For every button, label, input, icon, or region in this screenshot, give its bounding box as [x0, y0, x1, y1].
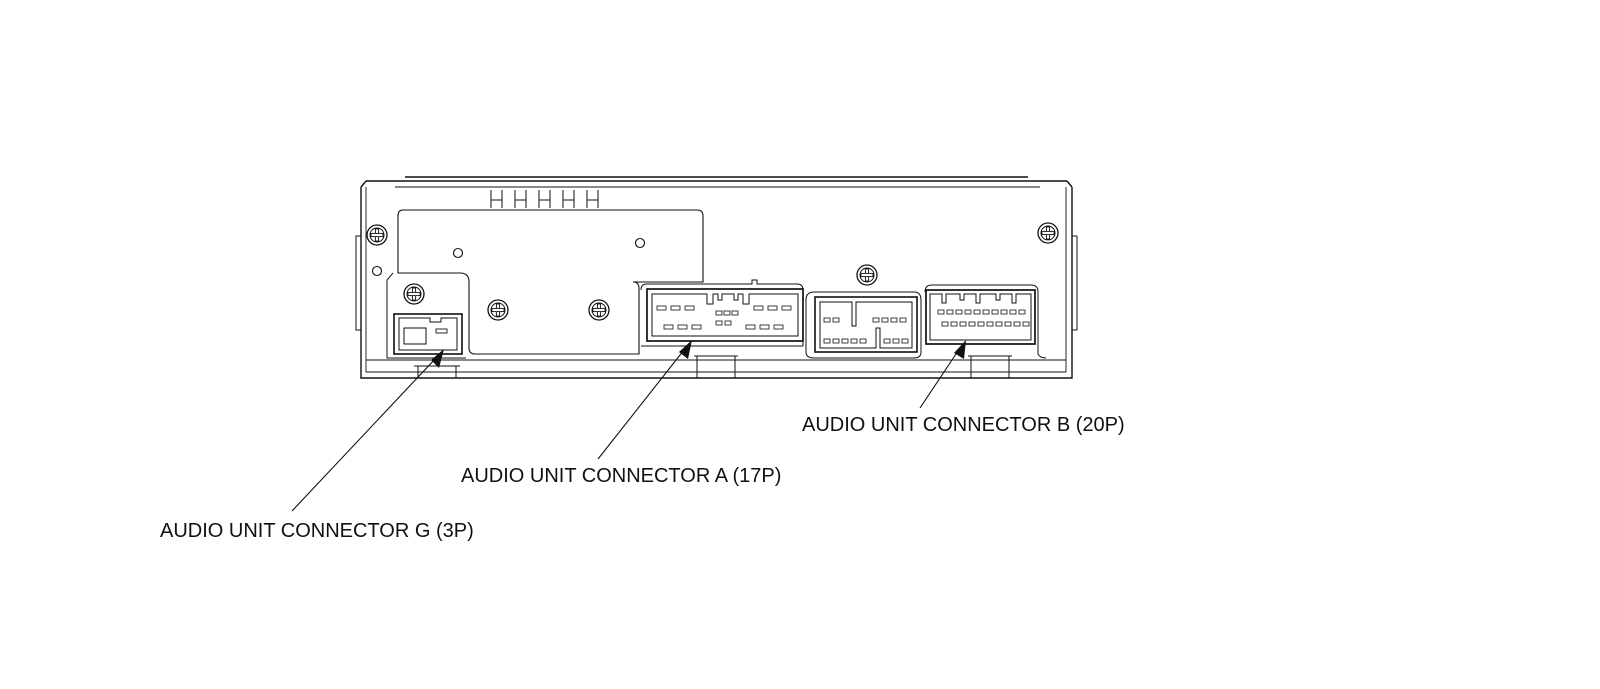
screw-icon	[856, 264, 878, 286]
screw-icon	[1037, 222, 1059, 244]
screw-icon	[366, 224, 388, 246]
label-connector-b: AUDIO UNIT CONNECTOR B (20P)	[802, 414, 1125, 436]
screw-icon	[588, 299, 610, 321]
connector-g	[393, 313, 463, 355]
audio-unit-body	[355, 176, 1078, 379]
screw-icon	[487, 299, 509, 321]
connector-b	[924, 284, 1047, 359]
recessed-plate	[371, 209, 704, 359]
leader-connector-b	[919, 340, 966, 409]
connector-a	[640, 279, 804, 347]
vent-slots	[490, 190, 599, 208]
leader-connector-g	[291, 349, 444, 512]
label-connector-a: AUDIO UNIT CONNECTOR A (17P)	[461, 465, 781, 487]
connector-middle	[805, 291, 922, 359]
screw-icon	[403, 283, 425, 305]
label-connector-g: AUDIO UNIT CONNECTOR G (3P)	[160, 520, 474, 542]
leader-connector-a	[597, 340, 692, 460]
